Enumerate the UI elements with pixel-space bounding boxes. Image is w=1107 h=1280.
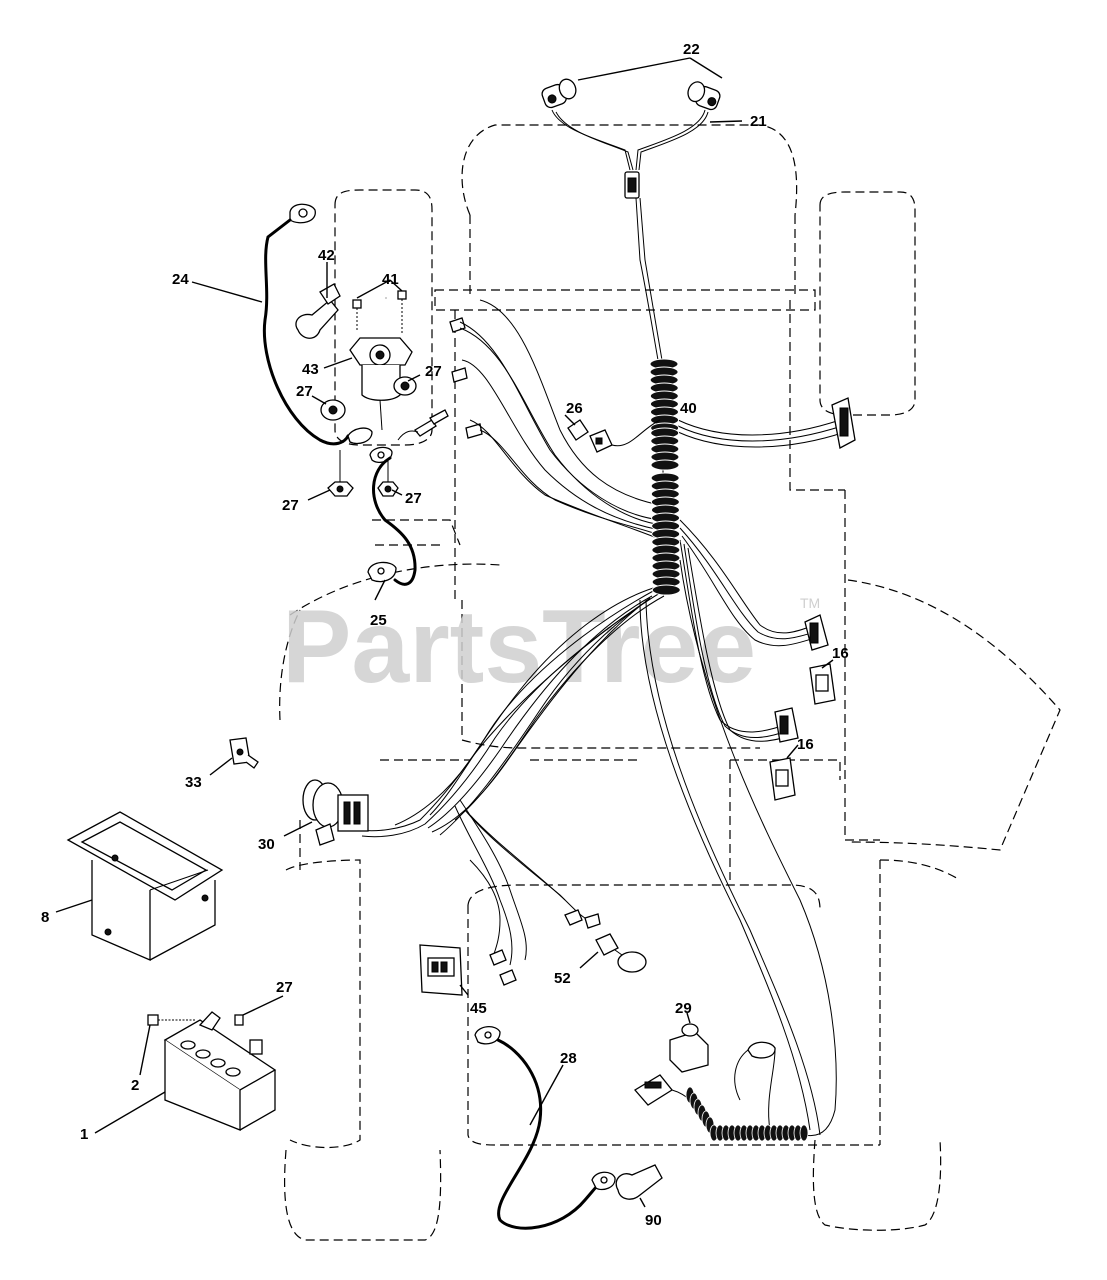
callout-1[interactable]: 1	[80, 1126, 88, 1143]
callout-8[interactable]: 8	[41, 909, 49, 926]
tractor-outline	[279, 124, 1061, 1241]
callout-43[interactable]: 43	[302, 361, 319, 378]
battery-nut[interactable]	[234, 1014, 244, 1026]
leader-lines	[55, 57, 834, 1208]
callout-90[interactable]: 90	[645, 1212, 662, 1229]
callout-16-lower[interactable]: 16	[797, 736, 814, 753]
callout-33[interactable]: 33	[185, 774, 202, 791]
callout-labels: 22 21 42 41 24 43 27 27 27 27 26 40 25 1…	[41, 41, 849, 1229]
callout-25[interactable]: 25	[370, 612, 387, 629]
callout-24[interactable]: 24	[172, 271, 189, 288]
callout-40[interactable]: 40	[680, 400, 697, 417]
coiled-wire[interactable]	[685, 1086, 809, 1142]
connector-26[interactable]	[567, 419, 661, 453]
callout-27-nut-left[interactable]: 27	[296, 383, 313, 400]
callout-41[interactable]: 41	[382, 271, 399, 288]
solenoid-screws[interactable]	[352, 290, 407, 335]
convoluted-loom[interactable]	[649, 358, 681, 596]
callout-28[interactable]: 28	[560, 1050, 577, 1067]
ignition-switch[interactable]	[302, 779, 369, 846]
rear-connector[interactable]	[831, 397, 856, 449]
callout-42[interactable]: 42	[318, 247, 335, 264]
watermark-brand: PartsTree	[282, 589, 756, 705]
ground-cable-rear[interactable]	[474, 1026, 616, 1230]
hex-nuts[interactable]	[320, 376, 417, 497]
callout-26[interactable]: 26	[566, 400, 583, 417]
parts-tree-watermark: PartsTree TM	[282, 589, 820, 705]
callout-29[interactable]: 29	[675, 1000, 692, 1017]
callout-22[interactable]: 22	[683, 41, 700, 58]
seat-switch[interactable]	[634, 1023, 776, 1131]
callout-16-upper[interactable]: 16	[832, 645, 849, 662]
terminal-boot-rear[interactable]	[615, 1164, 663, 1200]
callout-27-nut-lower-right[interactable]: 27	[405, 490, 422, 507]
hour-meter[interactable]	[419, 944, 463, 996]
battery-tray[interactable]	[66, 811, 224, 961]
battery-bolt[interactable]	[147, 1014, 195, 1026]
callout-30[interactable]: 30	[258, 836, 275, 853]
callout-27-nut-right[interactable]: 27	[425, 363, 442, 380]
indicator-lamp[interactable]	[489, 909, 647, 986]
main-wire-harness[interactable]	[359, 197, 846, 1137]
callout-45[interactable]: 45	[470, 1000, 487, 1017]
headlight-assembly[interactable]	[540, 77, 723, 199]
starter-solenoid[interactable]	[349, 297, 413, 431]
terminal-boot[interactable]	[295, 283, 341, 339]
watermark-trademark: TM	[800, 595, 820, 611]
battery-cable[interactable]	[367, 446, 417, 586]
loom-rib	[650, 459, 680, 471]
callout-21[interactable]: 21	[750, 113, 767, 130]
callout-52[interactable]: 52	[554, 970, 571, 987]
interlock-switches[interactable]	[769, 614, 836, 801]
callout-27-nut-lower-left[interactable]: 27	[282, 497, 299, 514]
ignition-key[interactable]	[229, 737, 259, 769]
coil-turn	[799, 1124, 809, 1142]
loom-rib	[651, 584, 681, 596]
battery[interactable]	[163, 1011, 277, 1131]
wire-connectors[interactable]	[397, 317, 483, 441]
callout-27-battery[interactable]: 27	[276, 979, 293, 996]
callout-2[interactable]: 2	[131, 1077, 139, 1094]
ground-cable[interactable]	[262, 203, 373, 446]
